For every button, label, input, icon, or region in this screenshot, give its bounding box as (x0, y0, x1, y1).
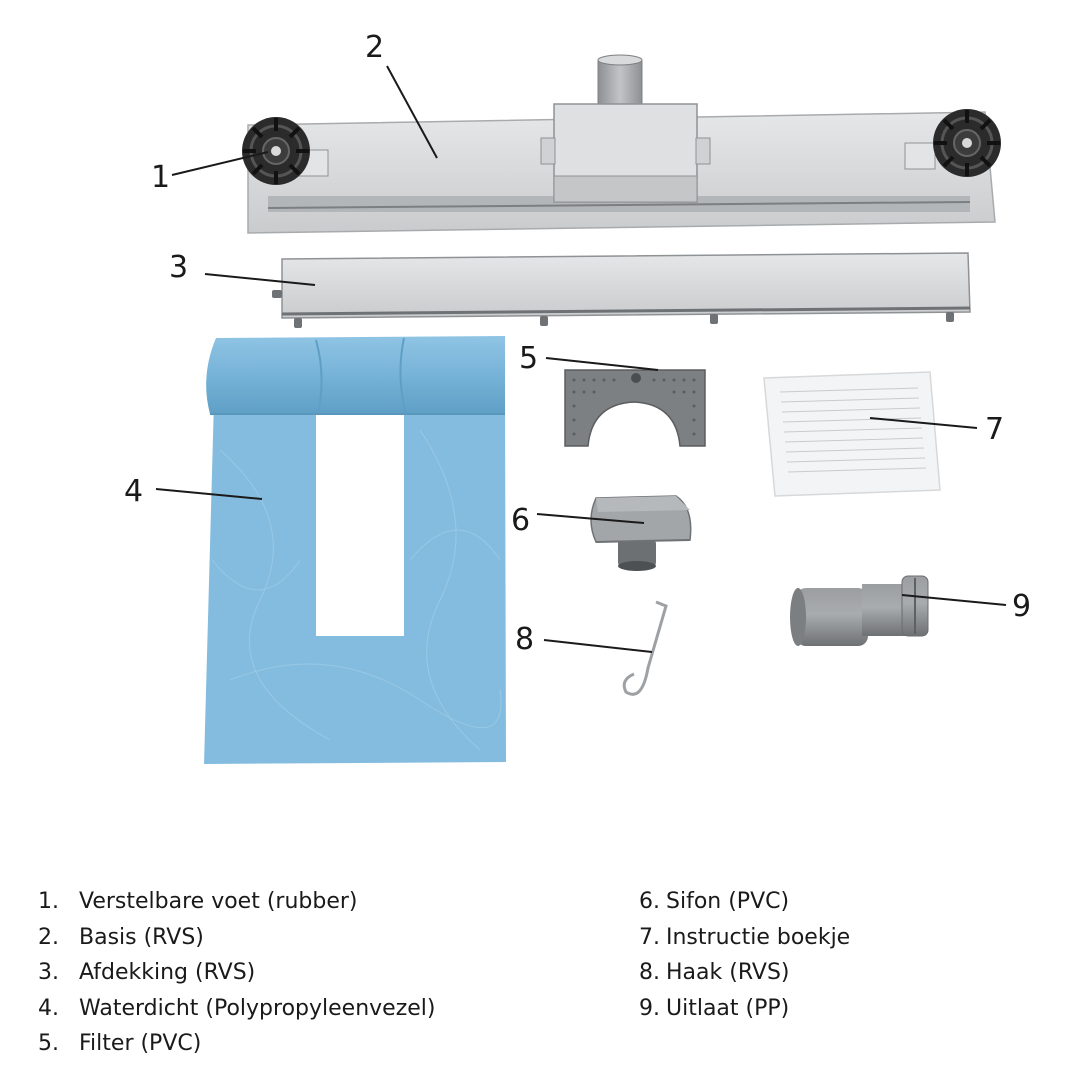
legend-number: 7. (639, 924, 660, 950)
legend-item: 8. Haak (RVS) (632, 955, 850, 991)
callout-1: 1 (151, 160, 171, 195)
legend-item: 9. Uitlaat (PP) (632, 991, 850, 1027)
part-base (247, 54, 996, 234)
part-cover (272, 252, 971, 328)
part-hook (622, 600, 668, 696)
part-adjustable-foot (242, 109, 1001, 185)
callout-7: 7 (985, 412, 1005, 447)
legend-label: Afdekking (RVS) (79, 960, 256, 986)
legend-number: 8. (639, 960, 660, 986)
legend-label: Sifon (PVC) (666, 889, 790, 915)
part-waterproof-membrane (204, 336, 506, 764)
legend-label: Verstelbare voet (rubber) (79, 889, 358, 915)
legend-number: 5. (38, 1031, 59, 1057)
callout-4: 4 (124, 474, 144, 509)
legend-item: 6. Sifon (PVC) (632, 884, 850, 920)
legend-item: 3. Afdekking (RVS) (14, 955, 435, 991)
callout-5: 5 (519, 341, 539, 376)
part-outlet (790, 575, 929, 646)
legend-number: 4. (38, 995, 59, 1021)
legend-label: Basis (RVS) (79, 924, 204, 950)
legend-left-column: 1. Verstelbare voet (rubber) 2. Basis (R… (14, 884, 435, 1062)
legend-item: 2. Basis (RVS) (14, 920, 435, 956)
part-instruction-booklet (763, 371, 941, 497)
legend-number: 2. (38, 924, 59, 950)
legend-number: 6. (639, 889, 660, 915)
legend-item: 1. Verstelbare voet (rubber) (14, 884, 435, 920)
legend-number: 9. (639, 995, 660, 1021)
legend-item: 7. Instructie boekje (632, 920, 850, 956)
legend-item: 5. Filter (PVC) (14, 1026, 435, 1062)
legend-label: Haak (RVS) (666, 960, 790, 986)
legend-label: Instructie boekje (666, 924, 851, 950)
legend-right-column: 6. Sifon (PVC) 7. Instructie boekje 8. H… (632, 884, 850, 1026)
legend-label: Uitlaat (PP) (666, 995, 790, 1021)
callout-9: 9 (1012, 589, 1032, 624)
callout-leader-lines (155, 65, 1007, 653)
legend-number: 1. (38, 889, 59, 915)
product-parts-diagram (155, 54, 1007, 764)
callout-3: 3 (169, 250, 189, 285)
part-filter (564, 369, 706, 447)
legend-label: Filter (PVC) (79, 1031, 202, 1057)
callout-8: 8 (515, 622, 535, 657)
legend-item: 4. Waterdicht (Polypropyleenvezel) (14, 991, 435, 1027)
legend-number: 3. (38, 960, 59, 986)
callout-6: 6 (511, 503, 531, 538)
part-siphon (590, 495, 692, 571)
callout-2: 2 (365, 30, 385, 65)
legend-label: Waterdicht (Polypropyleenvezel) (79, 995, 436, 1021)
